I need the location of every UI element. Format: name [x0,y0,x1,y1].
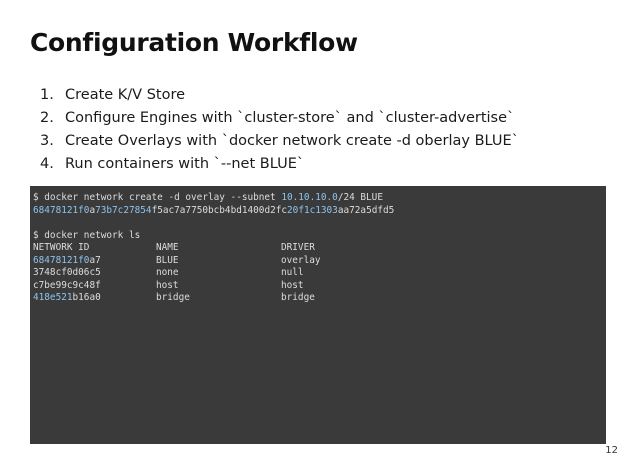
workflow-steps-list: 1. Create K/V Store 2. Configure Engines… [40,84,519,176]
subnet-value: 10.10.10.0 [281,192,338,203]
network-create-command: $ docker network create -d overlay --sub… [33,192,606,205]
step-number: 1. [40,87,54,103]
step-number: 4. [40,156,54,172]
id-segment: 73b7c27854 [95,204,152,216]
network-id-rest: b16a0 [72,292,101,303]
network-id-cell: c7be99c9c48f [33,280,156,293]
network-name-cell: bridge [156,292,190,303]
network-id-cell: 68478121f0a7 [33,255,156,268]
id-segment: f5ac7a7750bcb4bd1400d2fc [151,204,288,216]
network-id-highlight: 418e521 [33,292,73,303]
step-number: 3. [40,133,54,149]
terminal-output: $ docker network create -d overlay --sub… [30,186,606,444]
network-driver-cell: bridge [281,292,315,303]
list-item: 3. Create Overlays with `docker network … [40,130,519,153]
step-text: Configure Engines with `cluster-store` a… [65,110,515,126]
column-header-driver: DRIVER [281,242,315,253]
step-text: Create K/V Store [65,87,186,103]
network-id-highlight: 68478121f0 [33,254,90,266]
id-segment: 68478121f0 [33,204,90,216]
network-name-cell: none [156,267,179,278]
step-text: Run containers with `--net BLUE` [65,156,305,172]
table-header-row: NETWORK ID NAME DRIVER [33,242,606,255]
id-segment: 20f1c1303 [287,204,338,216]
table-row: 3748cf0d06c5 none null [33,267,606,280]
step-number: 2. [40,110,54,126]
column-header-name: NAME [156,242,179,253]
network-id-rest: a7 [89,254,101,266]
command-suffix: /24 BLUE [337,192,383,203]
id-segment: aa72a5dfd5 [337,204,395,216]
column-header-network-id: NETWORK ID [33,242,90,253]
page-number: 12 [605,445,618,456]
network-name-cell: host [156,279,179,291]
network-id-cell: 3748cf0d06c5 [33,267,156,280]
list-item: 1. Create K/V Store [40,84,519,107]
command-prefix: $ docker network create -d overlay --sub… [33,192,282,203]
blank-line [33,217,606,230]
id-segment: a [89,204,96,216]
list-item: 4. Run containers with `--net BLUE` [40,153,519,176]
network-id-output: 68478121f0a73b7c27854f5ac7a7750bcb4bd140… [33,205,606,218]
network-id-rest: c7be99c9c48f [33,279,101,291]
network-id-rest: 3748cf0d06c5 [33,267,101,278]
network-driver-cell: null [281,267,304,278]
list-item: 2. Configure Engines with `cluster-store… [40,107,519,130]
network-id-cell: 418e521b16a0 [33,292,156,305]
network-ls-command: $ docker network ls [33,229,141,241]
network-driver-cell: host [281,279,304,291]
slide-title: Configuration Workflow [30,28,358,57]
network-driver-cell: overlay [281,254,321,266]
table-row: c7be99c9c48f host host [33,280,606,293]
network-name-cell: BLUE [156,254,179,266]
step-text: Create Overlays with `docker network cre… [65,133,519,149]
